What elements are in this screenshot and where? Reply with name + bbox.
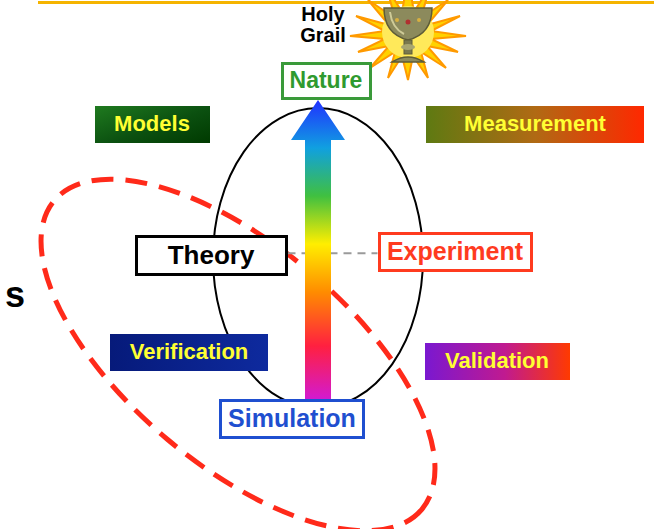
node-text: Experiment (387, 238, 523, 266)
node-text: Nature (290, 68, 363, 93)
verification-tag: Verification (110, 334, 268, 371)
experiment-box: Experiment (378, 232, 533, 272)
simulation-box: Simulation (219, 399, 365, 439)
top-rule (38, 1, 654, 4)
dashed-link (288, 252, 378, 254)
validation-tag: Validation (425, 343, 570, 380)
cut-text: s (3, 276, 27, 314)
node-text: Measurement (464, 112, 606, 136)
node-text: Verification (130, 340, 249, 364)
node-text: Simulation (228, 405, 356, 433)
node-text: Validation (445, 349, 549, 373)
node-text: Theory (168, 241, 255, 270)
grail-label: Holy Grail (294, 4, 352, 46)
node-text: Models (114, 112, 190, 136)
theory-box: Theory (135, 235, 288, 276)
models-tag: Models (95, 106, 210, 143)
rainbow-arrow (291, 100, 345, 399)
highlight-ellipse (0, 116, 493, 529)
nature-box: Nature (281, 62, 372, 100)
measurement-tag: Measurement (426, 106, 644, 143)
